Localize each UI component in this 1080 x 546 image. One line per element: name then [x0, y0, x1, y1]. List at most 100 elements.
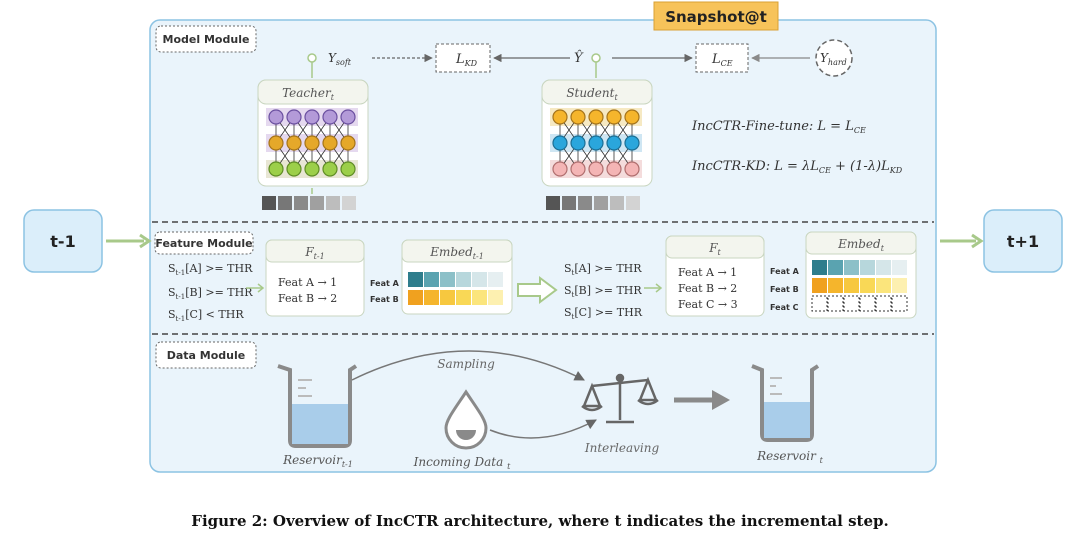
interleaving-arrow	[489, 419, 597, 439]
embedding-cell	[424, 272, 439, 287]
incoming-data-drop-icon	[444, 389, 488, 450]
embedding-cell	[828, 260, 843, 275]
neuron-node	[624, 161, 640, 177]
data-module-label: Data Module	[155, 341, 257, 369]
neuron-node	[570, 161, 586, 177]
embedding-cell	[562, 196, 576, 210]
sampling-label: Sampling	[437, 357, 495, 371]
neuron-node	[606, 161, 622, 177]
embedding-cell	[408, 290, 423, 305]
neuron-node	[606, 135, 622, 151]
embedding-cell	[844, 260, 859, 275]
embedding-cell	[326, 196, 340, 210]
embedding-cell	[828, 278, 843, 293]
svg-text:Embedt: Embedt	[837, 237, 885, 253]
neuron-node	[340, 109, 356, 125]
left-conditions: St-1[A] >= THR St-1[B] >= THR St-1[C] < …	[168, 262, 253, 323]
embedding-cell	[860, 260, 875, 275]
prev-step-box: t-1	[23, 209, 103, 273]
neuron-node	[552, 161, 568, 177]
neuron-node	[286, 135, 302, 151]
svg-text:t-1: t-1	[50, 232, 75, 251]
svg-text:Teachert: Teachert	[282, 86, 335, 102]
neuron-node	[268, 135, 284, 151]
embedding-cell	[440, 272, 455, 287]
svg-text:St[A] >= THR: St[A] >= THR	[564, 262, 642, 277]
svg-text:Data Module: Data Module	[167, 349, 246, 362]
y-hard-node: Yhard	[815, 39, 853, 77]
interleaving-label: Interleaving	[584, 441, 660, 455]
teacher-embedding-strip	[262, 196, 356, 210]
embedding-cell	[891, 295, 908, 312]
embedding-cell	[626, 196, 640, 210]
neuron-node	[304, 161, 320, 177]
neuron-node	[624, 135, 640, 151]
embedding-cell	[294, 196, 308, 210]
neuron-node	[322, 135, 338, 151]
neuron-node	[340, 161, 356, 177]
svg-text:LKD: LKD	[455, 52, 478, 68]
embedding-cell	[594, 196, 608, 210]
neuron-node	[570, 135, 586, 151]
embedding-cell	[811, 295, 828, 312]
embedding-cell	[310, 196, 324, 210]
embedding-cell	[812, 260, 827, 275]
neuron-node	[286, 109, 302, 125]
embedding-cell	[892, 260, 907, 275]
l-kd-box: LKD	[435, 43, 491, 73]
embedding-cell	[440, 290, 455, 305]
snapshot-badge: Snapshot@t	[653, 1, 779, 31]
neuron-node	[588, 135, 604, 151]
next-step-box: t+1	[983, 209, 1063, 273]
svg-text:Studentt: Studentt	[566, 86, 618, 102]
neuron-node	[570, 109, 586, 125]
neuron-node	[268, 161, 284, 177]
embedding-cell	[610, 196, 624, 210]
embedding-cell	[843, 295, 860, 312]
reservoir-current-label: Reservoir t	[756, 449, 824, 465]
neuron-node	[588, 109, 604, 125]
neuron-node	[552, 109, 568, 125]
neuron-node	[322, 109, 338, 125]
neuron-node	[340, 135, 356, 151]
balance-scale-icon	[581, 373, 659, 424]
neuron-node	[588, 161, 604, 177]
svg-text:Feat B → 2: Feat B → 2	[278, 292, 337, 305]
embedding-cell	[546, 196, 560, 210]
incoming-data-label: Incoming Data t	[413, 455, 511, 471]
svg-text:Model Module: Model Module	[163, 33, 250, 46]
y-hat-label: Ŷ	[574, 50, 584, 66]
embedding-cell	[875, 295, 892, 312]
embedding-cell	[812, 278, 827, 293]
neuron-node	[268, 109, 284, 125]
embedding-cell	[892, 278, 907, 293]
embedding-cell	[278, 196, 292, 210]
student-network: Studentt	[541, 79, 653, 187]
embedding-table-current: Embedt	[805, 231, 917, 319]
neuron-node	[624, 109, 640, 125]
svg-text:St-1[A] >= THR: St-1[A] >= THR	[168, 262, 253, 277]
embedding-cell	[844, 278, 859, 293]
svg-text:LCE: LCE	[711, 52, 733, 68]
student-embedding-strip	[546, 196, 640, 210]
svg-text:Feat C → 3: Feat C → 3	[678, 298, 738, 311]
right-conditions: St[A] >= THR St[B] >= THR St[C] >= THR	[564, 262, 643, 321]
embedding-cell	[456, 290, 471, 305]
svg-text:Feat B → 2: Feat B → 2	[678, 282, 737, 295]
svg-text:Yhard: Yhard	[820, 51, 847, 67]
finetune-equation: IncCTR-Fine-tune: L = LCE	[691, 119, 866, 135]
neuron-node	[304, 135, 320, 151]
feature-map-current: Ft Feat A → 1 Feat B → 2 Feat C → 3	[665, 235, 765, 317]
feature-map-prev: Ft-1 Feat A → 1 Feat B → 2	[265, 239, 365, 317]
embed-prev-label-b: Feat B	[370, 295, 399, 304]
embedding-cell	[488, 272, 503, 287]
figure-caption: Figure 2: Overview of IncCTR architectur…	[191, 512, 889, 530]
embedding-cell	[408, 272, 423, 287]
feature-module-label: Feature Module	[154, 231, 254, 255]
svg-text:St-1[B] >= THR: St-1[B] >= THR	[168, 286, 253, 301]
svg-text:Snapshot@t: Snapshot@t	[665, 8, 767, 26]
embedding-cell	[876, 278, 891, 293]
svg-text:Feat A → 1: Feat A → 1	[678, 266, 737, 279]
l-ce-box: LCE	[695, 43, 749, 73]
